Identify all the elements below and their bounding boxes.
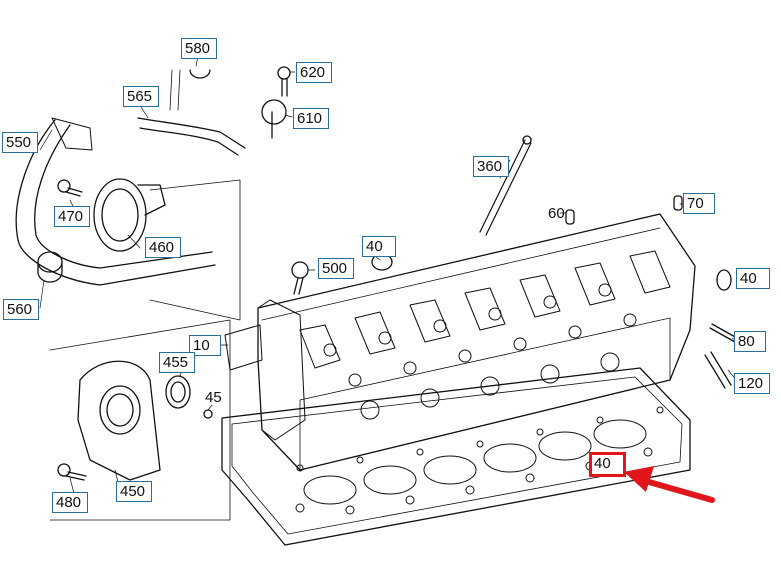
callout-45: 45 xyxy=(205,389,222,406)
callout-620: 620 xyxy=(296,62,332,83)
timing-cover xyxy=(77,360,161,481)
callout-460: 460 xyxy=(145,237,181,258)
callout-10: 10 xyxy=(189,335,221,356)
head-gasket xyxy=(221,367,691,546)
callout-610: 610 xyxy=(293,108,329,129)
gasket-bores xyxy=(295,406,664,515)
callout-40-cap: 40 xyxy=(362,236,396,257)
callout-550: 550 xyxy=(2,132,38,153)
callout-40-plug: 40 xyxy=(736,268,770,289)
callout-70: 70 xyxy=(683,193,715,214)
callout-565: 565 xyxy=(123,86,159,107)
callout-455: 455 xyxy=(159,352,195,373)
coolant-hose xyxy=(15,119,216,286)
callout-80: 80 xyxy=(734,331,766,352)
callout-470: 470 xyxy=(54,206,90,227)
cylinder-head xyxy=(257,213,696,471)
callout-580: 580 xyxy=(181,38,217,59)
callout-480: 480 xyxy=(52,492,88,513)
head-bolt xyxy=(479,139,532,236)
callout-60: 60 xyxy=(548,205,565,222)
callout-500: 500 xyxy=(318,258,354,279)
cam-towers xyxy=(299,250,671,420)
callout-560: 560 xyxy=(3,299,39,320)
callout-40-highlighted: 40 xyxy=(589,452,626,477)
highlight-arrow xyxy=(624,466,715,503)
callout-360: 360 xyxy=(473,156,509,177)
callout-120: 120 xyxy=(734,373,770,394)
callout-450: 450 xyxy=(116,481,152,502)
